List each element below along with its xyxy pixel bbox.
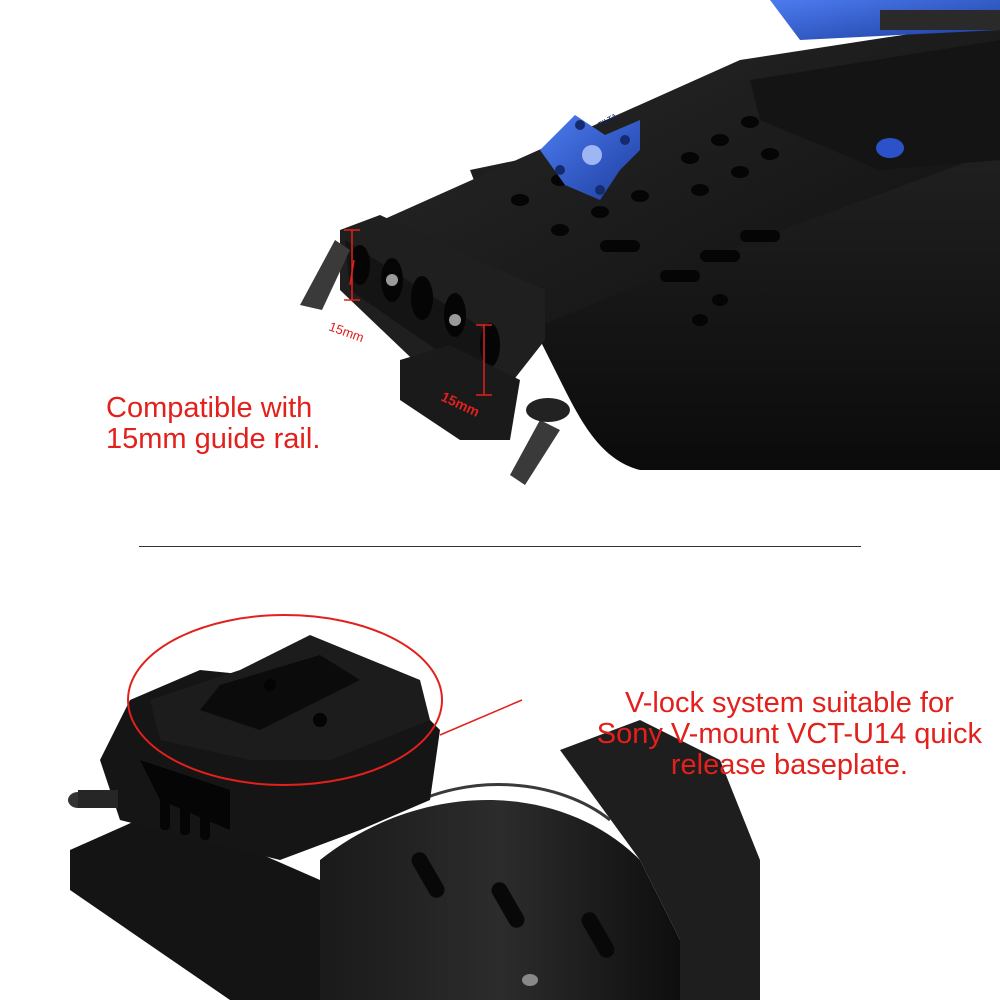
- vlock-photo: [0, 560, 1000, 1000]
- caption-line: Sony V-mount VCT-U14 quick: [596, 718, 982, 750]
- rail-mount-illustration: 15mm 15mm TILTA: [300, 0, 1000, 485]
- callout-line: [439, 699, 523, 736]
- caption-line: Compatible with: [106, 392, 313, 424]
- rail-mount-photo: 15mm 15mm TILTA: [300, 0, 1000, 485]
- right-lever: [510, 420, 560, 485]
- caption-line: release baseplate.: [670, 749, 908, 781]
- left-lever: [300, 240, 350, 310]
- vlock-highlight-circle: [127, 614, 443, 786]
- caption-line: V-lock system suitable for: [624, 687, 954, 719]
- dimension-markers: [344, 229, 492, 396]
- caption-line: 15mm guide rail.: [106, 423, 321, 455]
- dimension-label-left: 15mm: [327, 319, 366, 345]
- blue-lock-knob: [540, 115, 640, 200]
- base-plate: [70, 810, 330, 1000]
- rail-compatibility-caption: Compatible with 15mm guide rail.: [106, 393, 320, 455]
- section-divider: [139, 546, 861, 547]
- vlock-caption: V-lock system suitable for Sony V-mount …: [597, 688, 982, 781]
- vlock-illustration: [68, 614, 760, 1000]
